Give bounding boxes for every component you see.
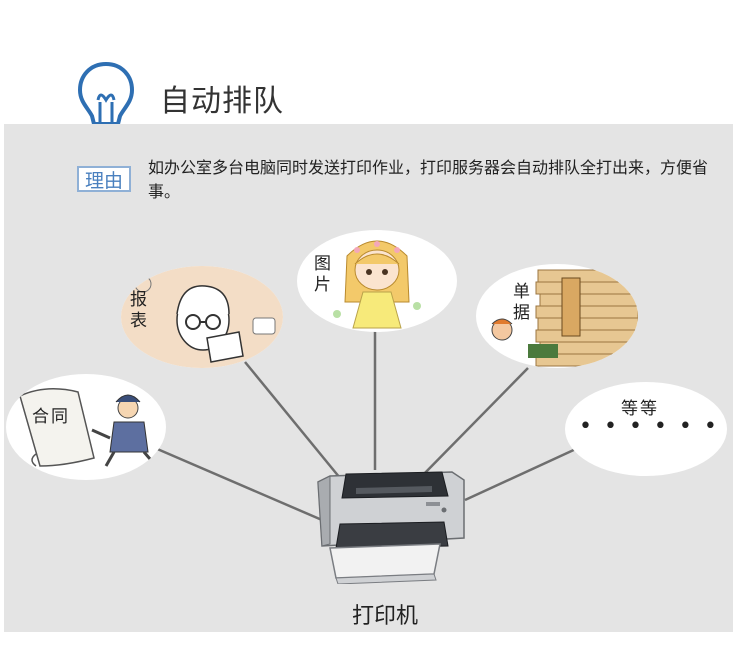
connector-etc — [464, 446, 579, 502]
contract-illustration — [19, 388, 158, 467]
ellipsis-dots: •••••• — [579, 414, 727, 439]
receipt-label: 单据 — [509, 282, 529, 324]
picture-illustration — [333, 240, 421, 329]
etc-label: 等等 — [621, 399, 659, 419]
report-bubble: 报表 — [121, 266, 283, 368]
section-title: 自动排队 — [160, 84, 284, 119]
printer-icon — [317, 471, 465, 584]
reason-tag: 理由 — [77, 166, 131, 192]
report-label: 报表 — [126, 290, 146, 332]
picture-label: 图片 — [310, 254, 330, 296]
receipt-bubble: 单据 — [476, 264, 638, 368]
printer-label: 打印机 — [352, 604, 419, 629]
reason-text: 如办公室多台电脑同时发送打印作业，打印服务器会自动排队全打出来，方便省事。 — [148, 158, 709, 201]
report-illustration — [121, 266, 283, 368]
contract-label: 合同 — [32, 407, 70, 427]
receipt-illustration — [491, 269, 638, 367]
picture-bubble: 图片 — [297, 230, 457, 332]
etc-bubble: 等等 •••••• — [565, 382, 727, 476]
connector-contract — [154, 446, 323, 522]
connector-receipt — [419, 367, 529, 479]
connector-report — [244, 361, 341, 479]
contract-bubble: 合同 — [6, 374, 166, 480]
